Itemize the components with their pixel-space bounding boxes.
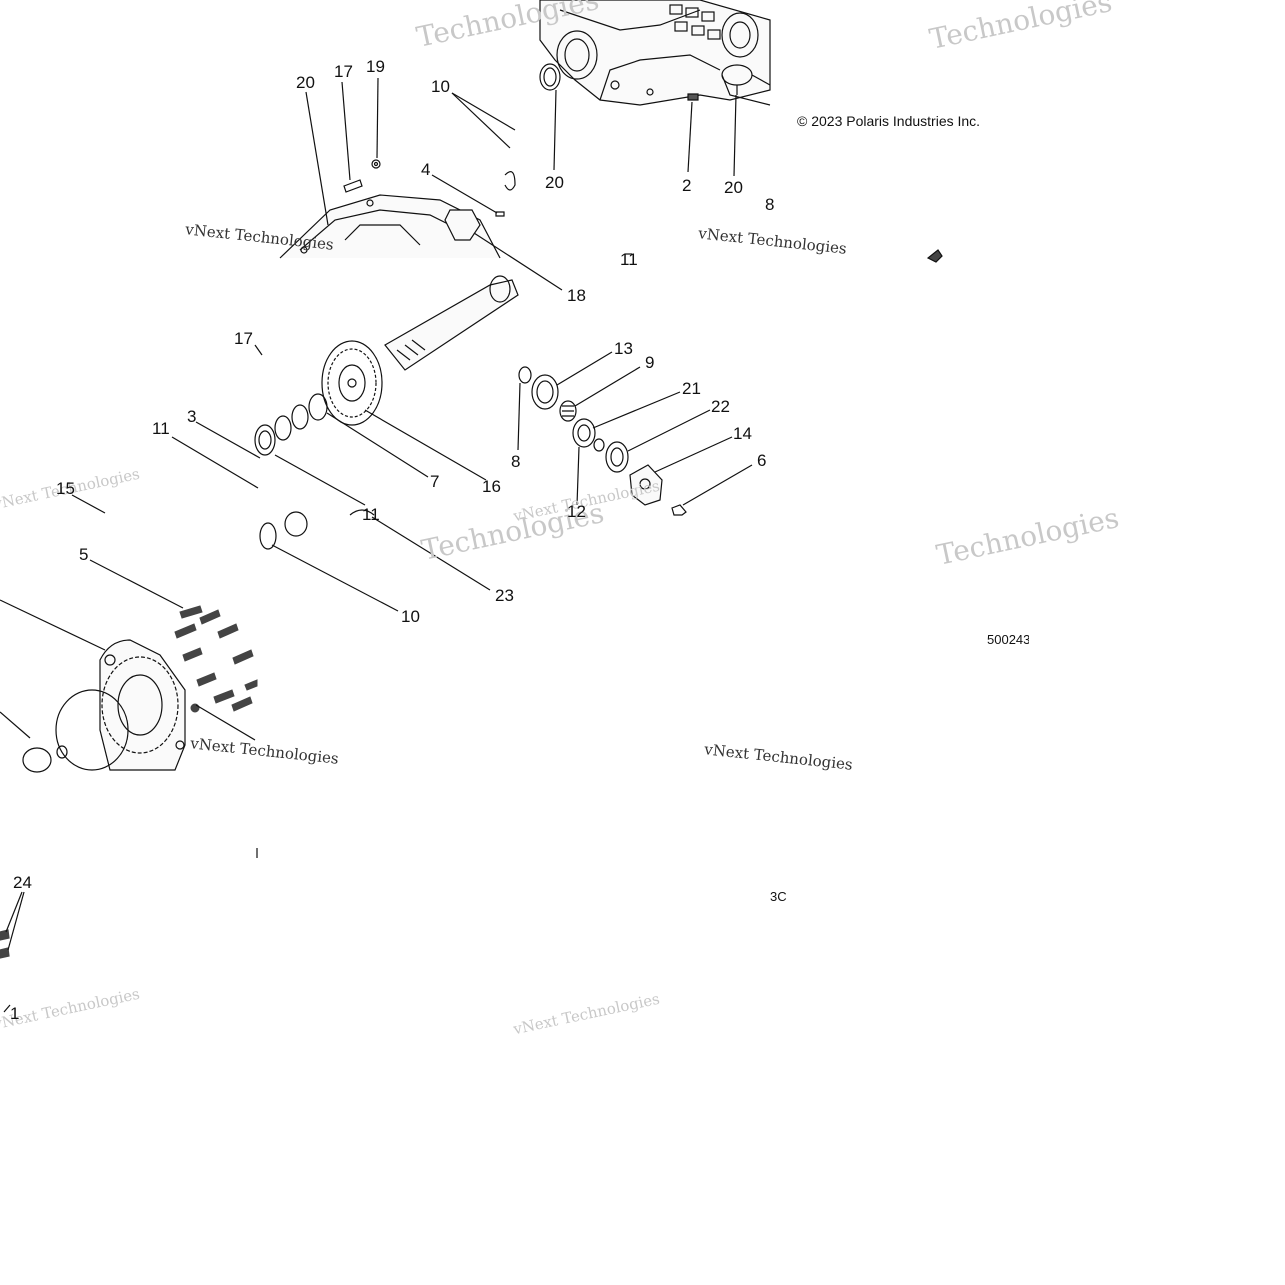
callout-11: 11	[152, 419, 170, 438]
bolt-set-5	[174, 605, 258, 713]
screws-24	[0, 929, 10, 959]
yoke-14	[629, 464, 663, 506]
callout-19: 19	[366, 57, 385, 76]
seal-left	[539, 63, 561, 91]
bearing-21	[572, 418, 596, 448]
callout-20: 20	[545, 173, 564, 192]
oring-left	[518, 366, 532, 384]
callout-21: 21	[682, 379, 701, 398]
callout-6: 6	[757, 451, 767, 470]
ring-10-top	[504, 171, 516, 191]
callout-17: 17	[334, 62, 353, 81]
callout-9: 9	[645, 353, 655, 372]
breather-plug	[687, 93, 699, 101]
callout-11: 11	[362, 505, 380, 524]
callout-10: 10	[431, 77, 450, 96]
callout-22: 22	[711, 397, 730, 416]
callout-14: 14	[733, 424, 752, 443]
callout-8: 8	[765, 195, 775, 214]
callout-20: 20	[296, 73, 315, 92]
bearing-13	[531, 374, 559, 410]
callout-11: 11	[620, 250, 638, 269]
callout-10: 10	[401, 607, 420, 626]
nut-6	[671, 504, 687, 516]
callout-16: 16	[482, 477, 501, 496]
ring-10-lower	[259, 511, 308, 550]
spacer-9	[559, 400, 577, 422]
ring-gear-16	[321, 340, 383, 426]
shims	[254, 393, 328, 456]
seal-22	[605, 441, 629, 473]
callout-20: 20	[724, 178, 743, 197]
drawing-number: 500243	[987, 632, 1029, 647]
dowel-pin	[343, 179, 363, 193]
screw-4	[495, 211, 505, 217]
bracket-18	[444, 209, 481, 241]
plug-19	[371, 159, 381, 169]
callout-17: 17	[234, 329, 253, 348]
callout-5: 5	[79, 545, 89, 564]
washer	[593, 438, 605, 452]
callout-4: 4	[421, 160, 431, 179]
callout-7: 7	[430, 472, 440, 491]
output-shaft	[384, 275, 519, 371]
callout-23: 23	[495, 586, 514, 605]
page-reference: 3C	[770, 889, 787, 904]
callout-24: 24	[13, 873, 32, 892]
bearing-left	[22, 745, 68, 773]
o-ring-large	[55, 689, 129, 771]
callout-13: 13	[614, 339, 633, 358]
pinion-shaft	[721, 64, 771, 106]
callout-18: 18	[567, 286, 586, 305]
callout-1: 1	[10, 1004, 20, 1023]
callout-12: 12	[567, 502, 586, 521]
gearcase-housing	[539, 0, 771, 106]
copyright-notice: © 2023 Polaris Industries Inc.	[797, 113, 981, 129]
callout-8: 8	[511, 452, 521, 471]
side-cover	[99, 639, 186, 771]
callout-15: 15	[56, 479, 75, 498]
callout-3: 3	[187, 407, 197, 426]
housing-cover-left	[279, 194, 501, 259]
callout-2: 2	[682, 176, 692, 195]
snap-ring-23	[349, 509, 375, 516]
